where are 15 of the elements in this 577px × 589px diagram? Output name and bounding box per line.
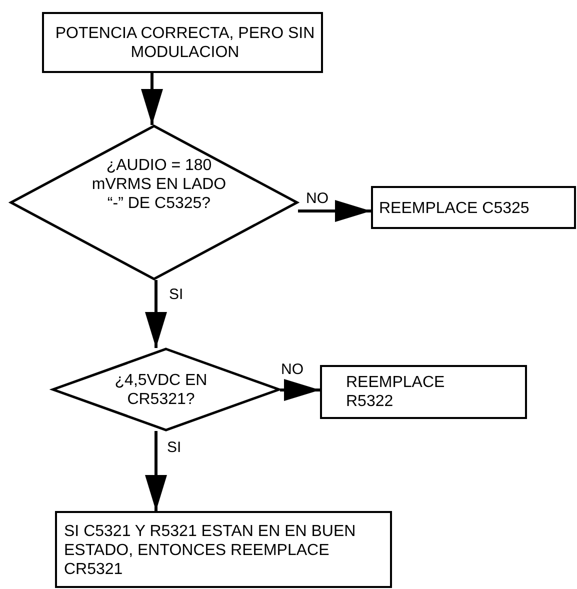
process-box — [55, 511, 392, 588]
arrow — [145, 431, 167, 511]
arrow — [141, 73, 163, 125]
box-text: REEMPLACE C5325 — [379, 199, 530, 218]
box-text: POTENCIA CORRECTA, PERO SIN MODULACION — [54, 24, 316, 62]
decision-text: ¿4,5VDC EN CR5321? — [114, 371, 208, 409]
arrow — [298, 200, 371, 222]
process-box — [371, 186, 576, 229]
arrow — [145, 280, 167, 348]
process-box — [320, 365, 527, 419]
process-box — [42, 12, 323, 73]
box-text: SI C5321 Y R5321 ESTAN EN EN BUEN ESTADO, ENTONCES REEMPLACE CR5321 — [64, 522, 357, 579]
decision-text: ¿AUDIO = 180 mVRMS EN LADO “-” DE C5325? — [90, 156, 228, 213]
arrow — [280, 379, 320, 401]
box-text: REEMPLACE R5322 — [346, 373, 446, 411]
